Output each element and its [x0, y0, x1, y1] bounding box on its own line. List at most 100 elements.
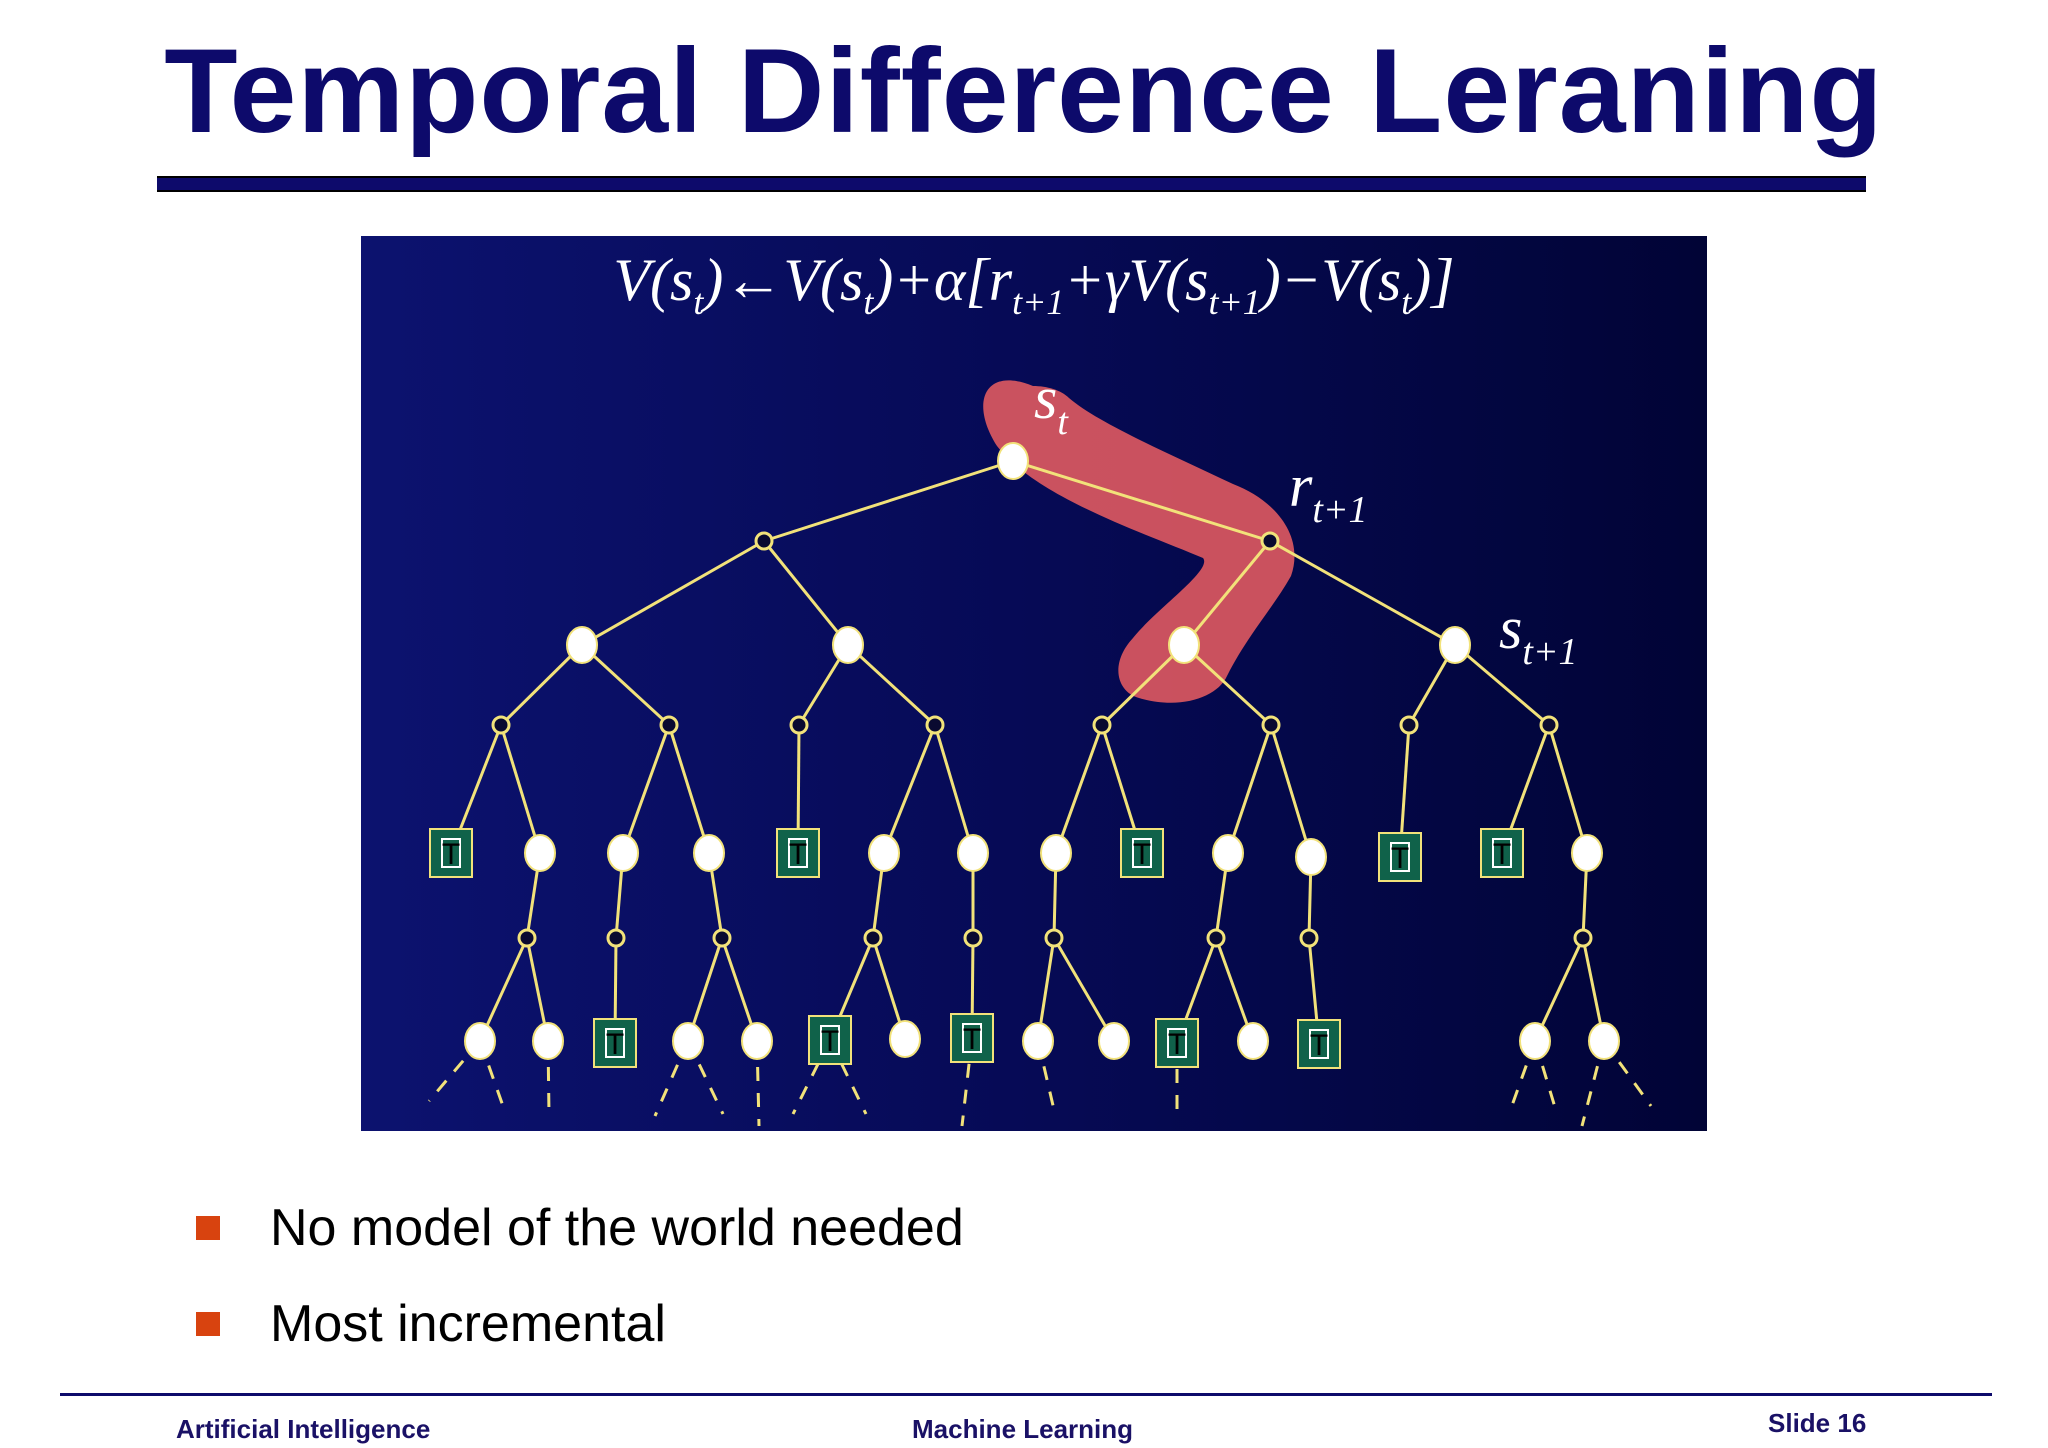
state-node: [1295, 838, 1327, 876]
state-node: [741, 1022, 773, 1060]
terminal-box: [1297, 1019, 1341, 1069]
tree-edge: [882, 724, 937, 854]
tree-edge: [1052, 937, 1116, 1042]
state-node: [464, 1022, 496, 1060]
state-node: [1098, 1022, 1130, 1060]
terminal-label: T: [821, 1025, 839, 1058]
footer-topic: Machine Learning: [912, 1414, 1134, 1444]
state-node: [1519, 1022, 1551, 1060]
state-node: [1439, 626, 1471, 664]
terminal-inner-frame: [1167, 1028, 1187, 1058]
terminal-box: [593, 1018, 637, 1068]
state-node: [607, 834, 639, 872]
action-node: [925, 715, 945, 735]
terminal-box: [429, 828, 473, 878]
tree-edge: [667, 724, 711, 854]
label-sub: t: [1057, 401, 1068, 443]
tree-edge: [846, 643, 937, 727]
label-r-t1: rt+1: [1289, 452, 1368, 532]
formula-part: )]: [1411, 247, 1455, 313]
label-s-t: st: [1034, 364, 1068, 444]
terminal-inner-frame: [605, 1028, 625, 1058]
tree-edge: [1226, 724, 1273, 854]
terminal-box: [776, 828, 820, 878]
action-node: [712, 928, 732, 948]
action-node: [517, 928, 537, 948]
action-node: [1260, 531, 1280, 551]
terminal-box: [808, 1015, 852, 1065]
state-node: [1571, 834, 1603, 872]
tree-edge: [1100, 643, 1186, 727]
label-sub: t+1: [1522, 631, 1578, 673]
terminal-label: T: [1391, 842, 1409, 875]
tree-edge: [933, 724, 975, 854]
action-node: [1539, 715, 1559, 735]
state-node: [532, 1022, 564, 1060]
bullet-list: No model of the world needed Most increm…: [196, 1180, 964, 1372]
formula-part: )−V(s: [1260, 247, 1402, 313]
td-path-highlight: [983, 380, 1295, 703]
terminal-inner-frame: [1492, 838, 1512, 868]
tree-edge: [1269, 539, 1456, 647]
label-base: s: [1499, 595, 1523, 661]
label-base: r: [1289, 453, 1313, 519]
tree-edge: [1269, 724, 1313, 858]
label-base: s: [1034, 365, 1058, 431]
terminal-label: T: [606, 1028, 624, 1061]
tree-edge: [1182, 540, 1272, 646]
tree-edge: [1012, 459, 1271, 543]
tree-edge: [1182, 643, 1273, 727]
state-node: [997, 442, 1029, 480]
action-node: [963, 928, 983, 948]
state-node: [889, 1020, 921, 1058]
terminal-inner-frame: [1132, 838, 1152, 868]
tree-edge: [478, 937, 529, 1042]
terminal-box: [1155, 1018, 1199, 1068]
formula-subscript: t: [863, 282, 874, 322]
tree-edge: [499, 643, 584, 727]
tree-edge: [1054, 724, 1104, 854]
terminal-box: [1378, 832, 1422, 882]
action-node: [754, 531, 774, 551]
tree-edge: [762, 540, 850, 646]
terminal-label: T: [1310, 1029, 1328, 1062]
terminal-label: T: [963, 1023, 981, 1056]
action-node: [659, 715, 679, 735]
terminal-box: [1120, 828, 1164, 878]
tree-edge: [1533, 937, 1585, 1042]
tree-edge: [1454, 643, 1550, 727]
formula-subscript: t+1: [1012, 282, 1065, 322]
formula-part: )←V(s: [703, 247, 864, 313]
square-bullet-icon: [196, 1216, 220, 1240]
bullet-text: Most incremental: [270, 1295, 666, 1353]
state-node: [1588, 1022, 1620, 1060]
slide-title: Temporal Difference Leraning: [164, 24, 1884, 158]
label-s-t1: st+1: [1499, 594, 1578, 674]
tree-edge: [580, 643, 671, 727]
state-node: [868, 834, 900, 872]
tree-edge: [499, 724, 542, 854]
state-node: [832, 626, 864, 664]
state-node: [1040, 834, 1072, 872]
label-sub: t+1: [1312, 489, 1368, 531]
tree-edge: [1547, 724, 1589, 854]
state-node: [566, 626, 598, 664]
state-node: [1022, 1022, 1054, 1060]
tree-edge: [581, 539, 765, 647]
terminal-box: [1480, 828, 1524, 878]
bullet-text: No model of the world needed: [270, 1199, 964, 1257]
action-node: [1044, 928, 1064, 948]
action-node: [863, 928, 883, 948]
action-node: [1399, 715, 1419, 735]
terminal-inner-frame: [1309, 1029, 1329, 1059]
formula-part: V(s: [613, 247, 694, 313]
action-node: [1261, 715, 1281, 735]
terminal-label: T: [1133, 838, 1151, 871]
bullet-item: No model of the world needed: [196, 1180, 964, 1276]
action-node: [491, 715, 511, 735]
action-node: [1573, 928, 1593, 948]
terminal-box: [950, 1013, 994, 1063]
terminal-inner-frame: [788, 838, 808, 868]
terminal-label: T: [1493, 838, 1511, 871]
